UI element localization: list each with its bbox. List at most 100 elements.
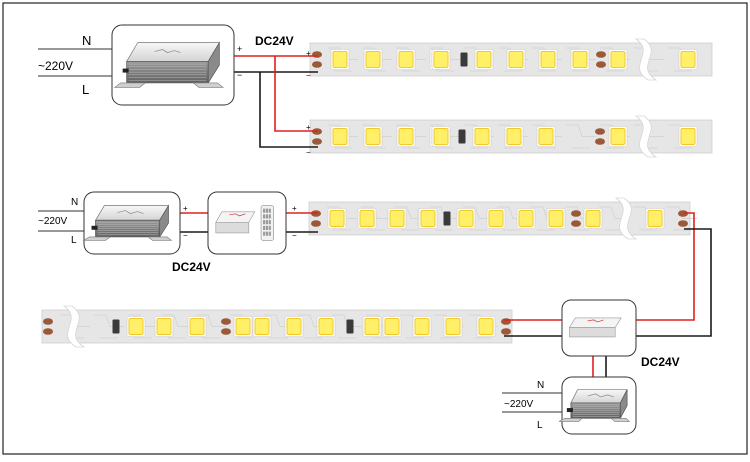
led-chip <box>254 318 270 335</box>
minus-label-3: − <box>292 231 297 240</box>
led-chip <box>433 128 449 145</box>
solder-pad <box>678 210 688 217</box>
led-strip-3 <box>308 201 697 236</box>
mains-label-1: ~220V <box>38 59 73 73</box>
remote-button <box>263 208 266 213</box>
remote-button <box>265 231 269 236</box>
minus-label-strip-1: − <box>306 71 311 80</box>
led-chip <box>359 210 375 227</box>
solder-pad <box>596 51 606 58</box>
solder-pad <box>501 318 511 325</box>
controller-icon <box>215 211 256 234</box>
led-chip <box>286 318 302 335</box>
mains-label-2: ~220V <box>38 216 68 227</box>
neutral-label-1: N <box>82 33 91 48</box>
dc-output-label-3: DC24V <box>641 355 680 369</box>
led-chip <box>384 318 400 335</box>
led-chip <box>610 51 626 68</box>
resistor <box>346 319 354 334</box>
neutral-label-3: N <box>537 380 544 391</box>
dc-output-label-2: DC24V <box>172 260 211 274</box>
remote-icon <box>260 205 274 241</box>
led-chip <box>610 128 626 145</box>
solder-pad <box>312 51 322 58</box>
positive-wire-strip-2 <box>274 56 318 132</box>
resistor <box>458 129 466 144</box>
strip-2-break <box>634 115 658 158</box>
solder-pad <box>596 61 606 68</box>
solder-pad <box>312 138 322 145</box>
solder-pad <box>311 220 321 227</box>
strip-1-break <box>634 38 658 81</box>
power-supply-3 <box>558 376 637 435</box>
led-chip <box>398 128 414 145</box>
led-chip <box>318 318 334 335</box>
remote-button <box>263 214 266 219</box>
solder-pad <box>595 128 605 135</box>
led-chip <box>433 51 449 68</box>
remote-button <box>263 231 266 236</box>
led-chip <box>365 51 381 68</box>
power-supply-icon <box>113 41 224 88</box>
strip-2-break-gap <box>634 115 658 158</box>
plus-label-3: + <box>292 204 297 213</box>
solder-pad <box>595 138 605 145</box>
minus-label-1: − <box>237 70 242 80</box>
remote-button <box>268 231 271 236</box>
solder-pad <box>501 328 511 335</box>
negative-wire-extension <box>636 228 712 337</box>
live-label-2: L <box>71 235 77 246</box>
led-chip <box>474 128 490 145</box>
dc-output-label-1: DC24V <box>255 34 294 48</box>
led-chip <box>508 51 524 68</box>
led-chip <box>156 318 172 335</box>
solder-pad <box>43 318 53 325</box>
plus-label-2: + <box>183 204 188 213</box>
led-strip-2 <box>309 119 713 154</box>
solder-pad <box>312 61 322 68</box>
remote-button <box>268 220 271 225</box>
led-chip <box>128 318 144 335</box>
led-chip <box>538 128 554 145</box>
led-chip <box>189 318 205 335</box>
led-chip <box>329 210 345 227</box>
led-chip <box>420 210 436 227</box>
solder-pad <box>43 328 53 335</box>
remote-button <box>265 225 269 230</box>
remote-button <box>265 208 269 213</box>
led-strip-4 <box>41 309 513 344</box>
solder-pad <box>221 318 231 325</box>
led-chip <box>548 210 564 227</box>
led-chip <box>572 51 588 68</box>
led-chip <box>680 51 696 68</box>
resistor <box>112 319 120 334</box>
led-chip <box>458 210 474 227</box>
remote-button <box>265 214 269 219</box>
plus-label-strip-2: + <box>306 123 311 132</box>
power-supply-2 <box>82 191 181 255</box>
solder-pad <box>571 220 581 227</box>
controller-1 <box>207 191 287 255</box>
plus-label-strip-1: + <box>306 49 311 58</box>
minus-label-2: − <box>183 231 188 240</box>
power-supply-icon <box>82 204 173 241</box>
led-chip <box>365 128 381 145</box>
live-label-3: L <box>537 420 543 431</box>
solder-pad <box>221 328 231 335</box>
positive-wire-extension <box>636 212 695 321</box>
led-chip <box>478 318 494 335</box>
led-chip <box>332 128 348 145</box>
led-chip <box>488 210 504 227</box>
resistor <box>460 52 468 67</box>
led-strip-1 <box>309 42 713 77</box>
controller-2 <box>561 299 637 357</box>
remote-button <box>263 225 266 230</box>
solder-pad <box>678 220 688 227</box>
strip-4-break <box>62 305 86 348</box>
mains-label-3: ~220V <box>504 399 534 410</box>
led-chip <box>364 318 380 335</box>
diagram-frame <box>2 2 748 455</box>
led-chip <box>476 51 492 68</box>
strip-3-break-gap <box>614 197 638 240</box>
